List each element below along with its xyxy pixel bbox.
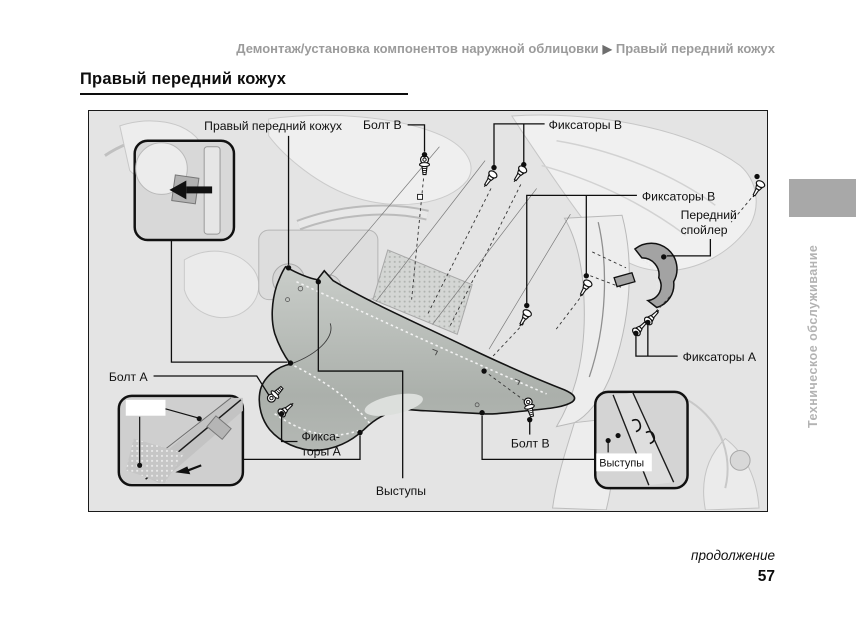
label-bolt-b-top: Болт B	[363, 118, 402, 132]
leader-lines	[153, 123, 712, 479]
label-bolt-a: Болт A	[109, 370, 149, 384]
title-underline	[80, 93, 408, 95]
label-clips-a-right: Фиксаторы A	[683, 350, 757, 364]
breadcrumb-section: Демонтаж/установка компонентов наружной …	[236, 41, 599, 56]
label-clips-b-top: Фиксаторы B	[549, 118, 622, 132]
front-cover-shape	[258, 265, 576, 452]
section-vertical-label: Техническое обслуживание	[806, 244, 820, 428]
clip-icon	[480, 168, 499, 190]
label-tabs-center: Выступы	[376, 484, 426, 498]
diagram-panel: Выступы Правый передний кожух Болт B Фик…	[88, 110, 768, 512]
label-clips-b-mid: Фиксаторы B	[642, 189, 715, 203]
label-cover: Правый передний кожух	[204, 119, 342, 133]
label-clips-a-left-line1: Фикса-	[301, 430, 339, 444]
exploded-view-illustration: Выступы Правый передний кожух Болт B Фик…	[104, 114, 766, 510]
leader-dots	[278, 151, 760, 436]
continuation-note: продолжение	[691, 548, 775, 563]
breadcrumb-arrow-icon: ▶	[602, 42, 612, 56]
page-number: 57	[757, 568, 775, 585]
label-clips-a-left-line2: торы A	[301, 444, 341, 458]
breadcrumb: Демонтаж/установка компонентов наружной …	[236, 41, 775, 56]
clip-icon	[515, 307, 534, 329]
page-title: Правый передний кожух	[80, 70, 287, 88]
inset-detail-top-left	[133, 139, 236, 242]
section-tab	[789, 179, 856, 217]
label-bolt-b-bottom: Болт B	[511, 436, 550, 450]
blank-callout-box	[125, 399, 166, 416]
alignment-mark	[417, 193, 423, 200]
front-spoiler-shape	[613, 242, 678, 309]
label-front-spoiler-line1: Передний	[681, 208, 737, 222]
inset-label-box	[596, 453, 652, 472]
clip-icon	[509, 163, 529, 185]
callout-labels: Правый передний кожух Болт B Фиксаторы B…	[109, 118, 757, 498]
label-tabs-inset: Выступы	[599, 457, 644, 469]
label-front-spoiler-line2: спойлер	[681, 223, 728, 237]
inset-detail-bottom-left	[117, 394, 245, 487]
breadcrumb-current: Правый передний кожух	[615, 41, 775, 56]
small-arrow-icon	[175, 464, 202, 475]
inset-detail-bottom-right: Выступы	[593, 390, 689, 490]
direction-arrow-icon	[169, 180, 213, 200]
